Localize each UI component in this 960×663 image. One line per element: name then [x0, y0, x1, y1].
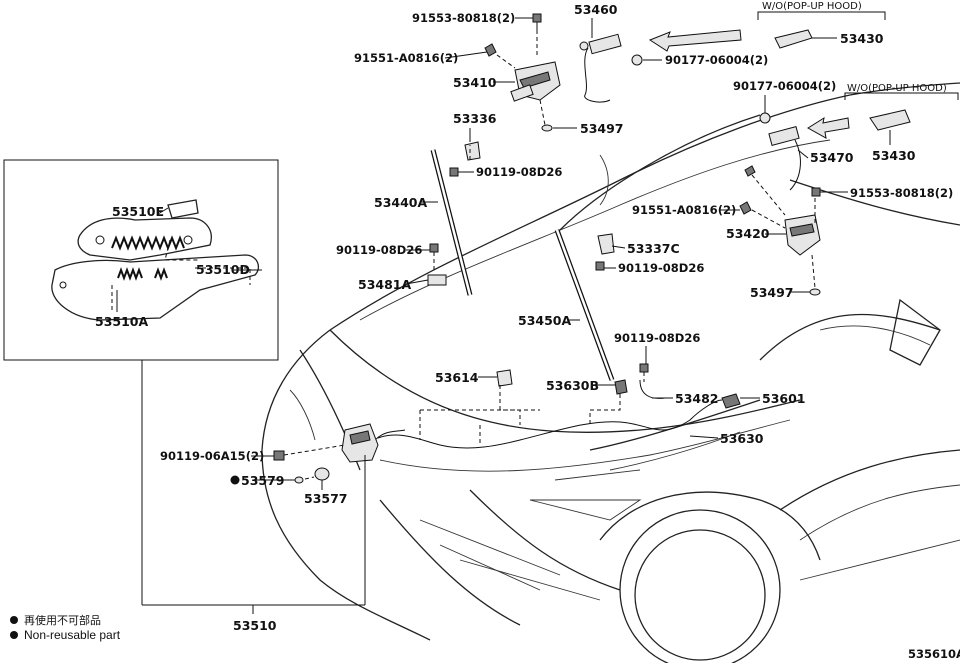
label-90119-06A15: 90119-06A15(2) — [160, 449, 264, 463]
label-90119-08D26-c: 90119-08D26 — [618, 261, 704, 275]
label-90119-08D26-d: 90119-08D26 — [614, 331, 700, 345]
label-90119-08D26-a: 90119-08D26 — [476, 165, 562, 179]
label-91551-top: 91551-A0816(2) — [354, 51, 458, 65]
leader-lines — [116, 17, 891, 490]
non-reusable-marker — [230, 475, 240, 485]
legend-dot-jp — [10, 616, 18, 624]
label-53614: 53614 — [435, 370, 479, 385]
label-90177-top: 90177-06004(2) — [665, 53, 768, 67]
label-91553-top: 91553-80818(2) — [412, 11, 515, 25]
label-53630: 53630 — [720, 431, 764, 446]
label-53510E: 53510E — [112, 204, 164, 219]
label-91551-right: 91551-A0816(2) — [632, 203, 736, 217]
label-53450A: 53450A — [518, 313, 571, 328]
label-53510A: 53510A — [95, 314, 148, 329]
note-wo-popup-hood-2: W/O(POP-UP HOOD) — [847, 83, 947, 94]
label-53410: 53410 — [453, 75, 497, 90]
label-53337C: 53337C — [627, 241, 680, 256]
legend-jp-text: 再使用不可部品 — [24, 613, 101, 627]
label-53510: 53510 — [233, 618, 277, 633]
legend-dot-en — [10, 631, 18, 639]
label-53497-right: 53497 — [750, 285, 794, 300]
label-53430-right: 53430 — [872, 148, 916, 163]
legend: 再使用不可部品 Non-reusable part — [10, 613, 121, 642]
label-53510D: 53510D — [196, 262, 250, 277]
label-53336: 53336 — [453, 111, 497, 126]
dashed-reference-lines — [283, 30, 816, 480]
label-53497-top: 53497 — [580, 121, 624, 136]
label-53577: 53577 — [304, 491, 348, 506]
label-90119-08D26-b: 90119-08D26 — [336, 243, 422, 257]
label-53482: 53482 — [675, 391, 719, 406]
label-53430-top: 53430 — [840, 31, 884, 46]
label-90177-right: 90177-06004(2) — [733, 79, 836, 93]
figure-id: 535610A — [908, 647, 960, 661]
car-body-outline — [261, 82, 960, 663]
note-wo-popup-hood-1: W/O(POP-UP HOOD) — [762, 1, 862, 12]
lock-detail-inset — [3, 159, 279, 361]
legend-en-text: Non-reusable part — [24, 628, 121, 642]
part-number-labels: 53460 91553-80818(2) 91551-A0816(2) 9017… — [95, 2, 953, 633]
inset-connector — [141, 360, 366, 614]
label-91553-right: 91553-80818(2) — [850, 186, 953, 200]
label-53440A: 53440A — [374, 195, 427, 210]
label-53420: 53420 — [726, 226, 770, 241]
label-53601: 53601 — [762, 391, 806, 406]
label-53630B: 53630B — [546, 378, 599, 393]
label-53460: 53460 — [574, 2, 618, 17]
hood-hinge-right-parts — [739, 109, 911, 296]
wo-popup-brackets — [757, 11, 959, 100]
hood-hinge-left-parts — [484, 13, 813, 132]
label-53579: 53579 — [241, 473, 285, 488]
label-53481A: 53481A — [358, 277, 411, 292]
label-53470: 53470 — [810, 150, 854, 165]
wo-popup-notes: W/O(POP-UP HOOD) W/O(POP-UP HOOD) — [762, 1, 947, 94]
